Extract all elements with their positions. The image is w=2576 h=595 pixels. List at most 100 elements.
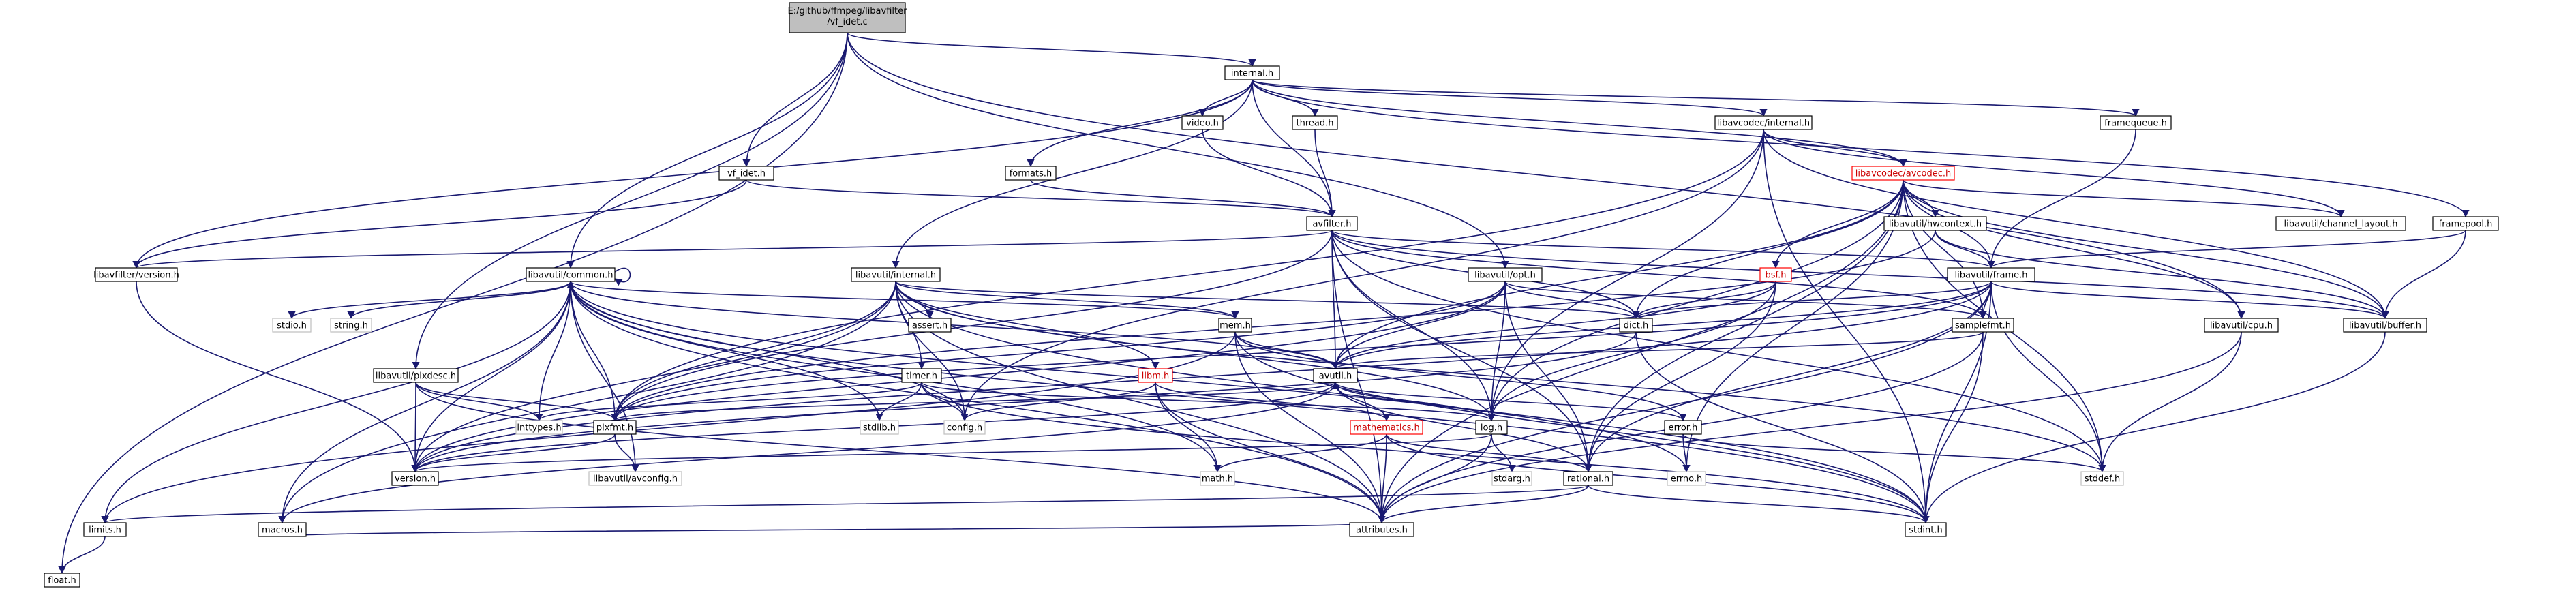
node-box [1619, 318, 1653, 333]
node-video-h[interactable]: video.h [1181, 115, 1224, 130]
edge-avfilter_h-to-buffer_h [1331, 230, 2389, 320]
node-label: libavutil/buffer.h [2349, 321, 2421, 331]
node-version-h[interactable]: version.h [391, 471, 439, 486]
node-mem-h[interactable]: mem.h [1218, 318, 1252, 333]
node-label: limits.h [89, 525, 121, 536]
edge-error_h-to-errno_h [1682, 433, 1691, 473]
edge-pixdesc_h-to-inttypes_h [415, 382, 543, 422]
node-macros-h[interactable]: macros.h [258, 522, 307, 537]
node-internal-h[interactable]: internal.h [1224, 65, 1280, 80]
edge-avfilter_h-to-samplefmt_h [1331, 230, 1987, 320]
node-dict-h[interactable]: dict.h [1619, 318, 1653, 333]
edge-macros_h-to-attributes_h [282, 521, 1384, 537]
node-timer-h[interactable]: timer.h [901, 368, 942, 383]
node-buffer-h[interactable]: libavutil/buffer.h [2343, 318, 2427, 333]
node-stdlib-h[interactable]: stdlib.h [860, 420, 899, 435]
node-thread-h[interactable]: thread.h [1292, 115, 1338, 130]
node-box [1714, 115, 1813, 130]
node-attributes-h[interactable]: attributes.h [1349, 522, 1414, 537]
node-framequeue-h[interactable]: framequeue.h [2100, 115, 2172, 130]
edge-thread_h-to-avfilter_h [1314, 129, 1336, 218]
edge-lavu_internal_h-to-dict_h [895, 281, 1640, 320]
node-box [1349, 522, 1414, 537]
node-box [860, 420, 899, 435]
node-rational-h[interactable]: rational.h [1563, 471, 1613, 486]
node-errno-h[interactable]: errno.h [1667, 471, 1706, 486]
node-lavfi-version-h[interactable]: libavfilter/version.h [93, 267, 179, 282]
nodes-layer: E:/github/ffmpeg/libavfilter/vf_idet.cin… [44, 2, 2499, 588]
node-label: stddef.h [2085, 474, 2120, 485]
edge-common_h-to-stdio_h [288, 281, 571, 320]
edges-layer [58, 32, 2470, 575]
node-samplefmt-h[interactable]: samplefmt.h [1952, 318, 2014, 333]
node-pixfmt-h[interactable]: pixfmt.h [593, 420, 637, 435]
node-float-h[interactable]: float.h [44, 573, 80, 588]
node-lavu-internal-h[interactable]: libavutil/internal.h [851, 267, 941, 282]
node-box [391, 471, 439, 486]
node-vf-idet-h[interactable]: vf_idet.h [718, 166, 774, 181]
node-mathematics-h[interactable]: mathematics.h [1350, 420, 1423, 435]
node-formats-h[interactable]: formats.h [1005, 166, 1057, 181]
edge-lavu_internal_h-to-pixfmt_h [611, 281, 896, 422]
edge-libm_h-to-math_h [1155, 382, 1222, 473]
edge-lavu_internal_h-to-stddef_h [895, 281, 2106, 473]
node-stdint-h[interactable]: stdint.h [1905, 522, 1947, 537]
node-lavc-avcodec-h[interactable]: libavcodec/avcodec.h [1851, 166, 1955, 181]
node-math-h[interactable]: math.h [1200, 471, 1235, 486]
edge-lavc_internal_h-to-pixfmt_h [611, 129, 1764, 422]
edge-internal_h-to-avfilter_h [1252, 79, 1336, 218]
node-framepool-h[interactable]: framepool.h [2432, 216, 2499, 231]
edge-pixdesc_h-to-version_h [411, 382, 419, 473]
node-log-h[interactable]: log.h [1475, 420, 1508, 435]
edge-common_h-to-stdint_h [570, 281, 1930, 524]
edge-mem_h-to-attributes_h [1234, 331, 1386, 524]
node-label: libavutil/common.h [528, 271, 613, 281]
node-pixdesc-h[interactable]: libavutil/pixdesc.h [373, 368, 459, 383]
node-box [1475, 420, 1508, 435]
edge-rational_h-to-stdint_h [1588, 485, 1930, 524]
node-limits-h[interactable]: limits.h [83, 522, 127, 537]
node-opt-h[interactable]: libavutil/opt.h [1468, 267, 1543, 282]
edge-mathematics_h-to-rational_h [1386, 433, 1592, 473]
edge-opt_h-to-dict_h [1504, 281, 1640, 320]
node-hwcontext-h[interactable]: libavutil/hwcontext.h [1883, 216, 1987, 231]
node-assert-h[interactable]: assert.h [908, 318, 952, 333]
node-error-h[interactable]: error.h [1664, 420, 1702, 435]
node-bsf-h[interactable]: bsf.h [1759, 267, 1792, 282]
edge-opt_h-to-version_h [411, 281, 1506, 473]
node-stdarg-h[interactable]: stdarg.h [1491, 471, 1532, 486]
node-channel-layout-h[interactable]: libavutil/channel_layout.h [2275, 216, 2406, 231]
node-label: libavutil/opt.h [1474, 271, 1536, 281]
node-avfilter-h[interactable]: avfilter.h [1306, 216, 1358, 231]
node-root[interactable]: E:/github/ffmpeg/libavfilter/vf_idet.c [788, 2, 908, 33]
edge-error_h-to-stddef_h [1682, 433, 2106, 473]
node-label: vf_idet.h [727, 169, 766, 179]
node-avutil-h[interactable]: avutil.h [1313, 368, 1358, 383]
node-box [95, 267, 178, 282]
node-common-h[interactable]: libavutil/common.h [526, 267, 616, 282]
edge-avfilter_h-to-pixfmt_h [611, 230, 1333, 422]
node-frame-h[interactable]: libavutil/frame.h [1947, 267, 2035, 282]
node-box [851, 267, 941, 282]
node-stdio-h[interactable]: stdio.h [272, 318, 312, 333]
node-lavc-internal-h[interactable]: libavcodec/internal.h [1714, 115, 1813, 130]
node-cpu-h[interactable]: libavutil/cpu.h [2204, 318, 2279, 333]
edge-avfilter_h-to-stddef_h [1331, 230, 2106, 473]
node-inttypes-h[interactable]: inttypes.h [515, 420, 563, 435]
edge-root-to-vf_idet_h [742, 32, 848, 168]
node-string-h[interactable]: string.h [330, 318, 372, 333]
node-label: errno.h [1671, 474, 1703, 485]
node-libm-h[interactable]: libm.h [1138, 368, 1173, 383]
edge-lavc_avcodec_h-to-rational_h [1584, 179, 1904, 473]
node-avconfig-h[interactable]: libavutil/avconfig.h [588, 471, 682, 486]
edge-root-to-cpu_h [847, 32, 2245, 320]
edge-lavc_avcodec_h-to-buffer_h [1903, 179, 2389, 320]
edge-avutil_h-to-pixfmt_h [611, 382, 1336, 422]
node-config-h[interactable]: config.h [943, 420, 986, 435]
node-stddef-h[interactable]: stddef.h [2080, 471, 2124, 486]
node-label: libavfilter/version.h [93, 271, 179, 281]
node-label: libavutil/avconfig.h [593, 474, 678, 485]
edge-common_h-to-mem_h [570, 281, 1239, 320]
node-box [2204, 318, 2279, 333]
edge-lavc_avcodec_h-to-log_h [1487, 179, 1904, 422]
